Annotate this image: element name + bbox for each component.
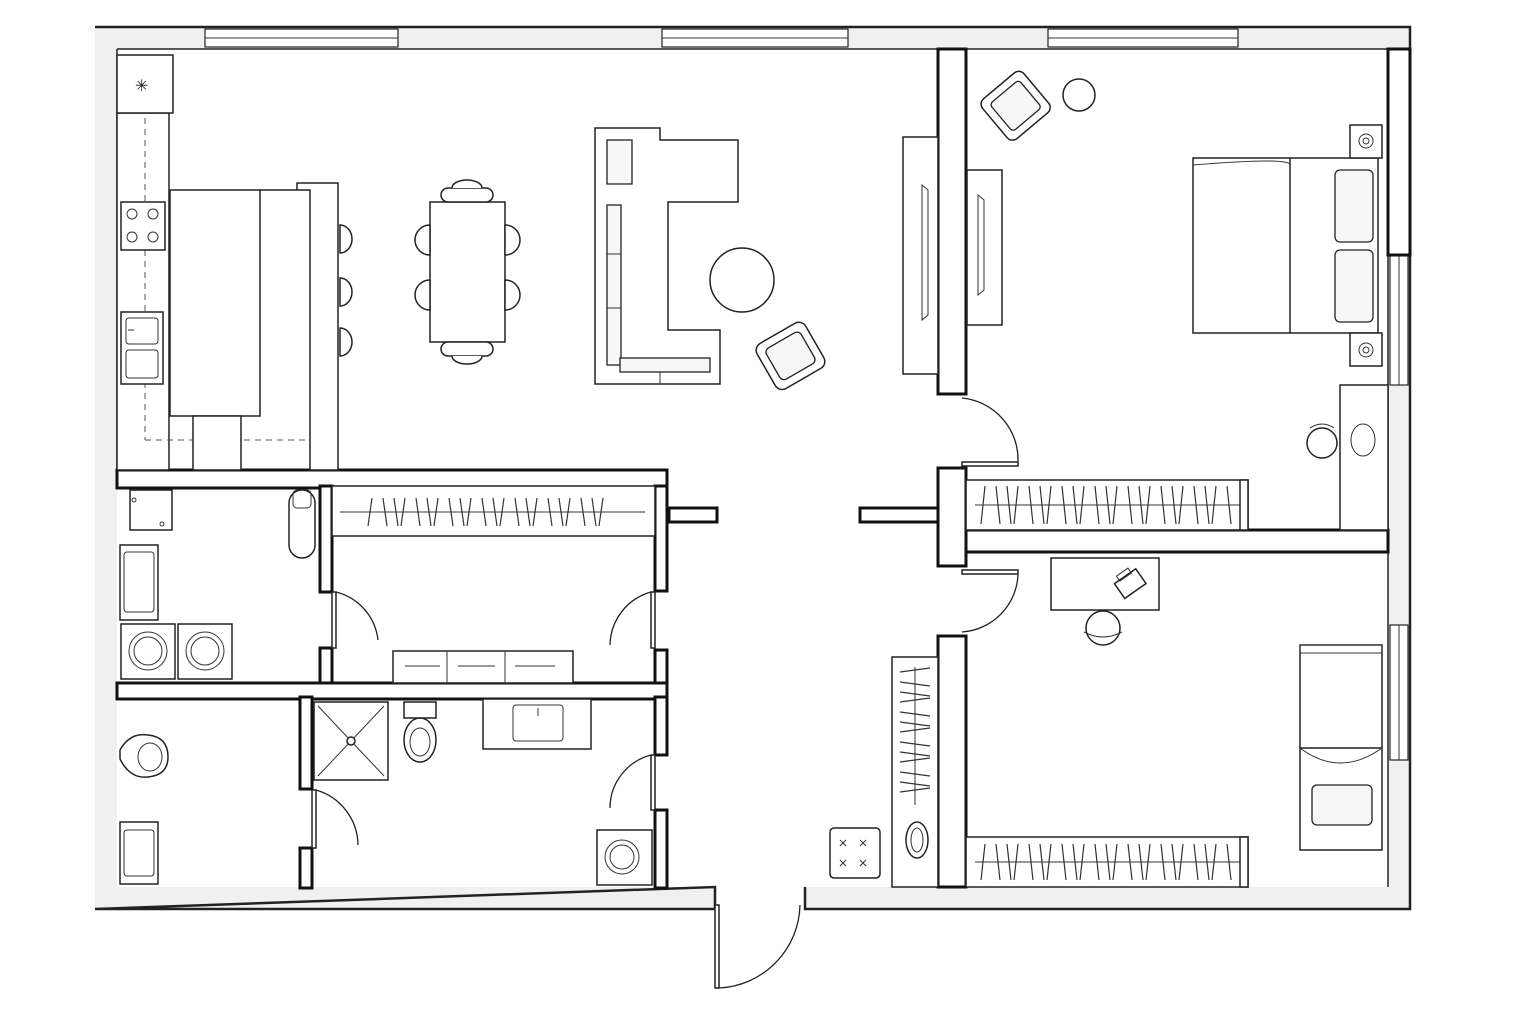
doors	[311, 397, 1019, 989]
bed-icon	[1299, 644, 1383, 851]
walk-in-closet	[331, 485, 656, 684]
wc-room	[119, 733, 169, 885]
top-window-right	[1047, 28, 1239, 48]
kitchen-island	[260, 182, 339, 471]
desk-chair	[1083, 610, 1123, 646]
stool	[1306, 423, 1338, 459]
sink-icon	[119, 821, 159, 885]
kitchen: ✳	[116, 54, 353, 471]
wardrobe-hangers-icon	[965, 479, 1249, 531]
armchair	[980, 70, 1051, 141]
hall-wardrobe	[891, 656, 939, 888]
water-heater	[288, 489, 316, 559]
kitchen-counter	[116, 112, 170, 471]
four-burner-icon	[120, 201, 166, 251]
nightstand	[1349, 124, 1383, 367]
armchair	[755, 321, 826, 391]
sink-icon	[120, 311, 164, 385]
dining-table	[414, 179, 521, 365]
bathroom	[313, 698, 653, 886]
fridge	[116, 54, 174, 114]
coffee-table	[709, 247, 775, 313]
fridge-snowflake-icon: ✳	[135, 76, 148, 95]
tv-console	[902, 136, 939, 375]
drawer-unit	[392, 650, 574, 684]
toilet-icon	[119, 733, 169, 778]
interior-walls	[115, 47, 1412, 890]
right-window-upper	[1389, 254, 1409, 386]
vanity-desk	[1339, 384, 1389, 531]
shoe-cabinet	[829, 827, 881, 879]
laundry-room	[119, 489, 316, 680]
bedroom-2	[965, 557, 1383, 888]
sink-icon	[482, 698, 592, 750]
wardrobe-hanger-lines	[367, 485, 1232, 881]
wardrobe-hangers-icon	[965, 836, 1249, 888]
wardrobe-hangers-icon	[331, 485, 656, 537]
utility-cabinet	[129, 489, 173, 531]
sink-icon	[119, 544, 159, 621]
washing-machine-icon	[120, 623, 233, 680]
sofa-icon	[594, 127, 739, 385]
desk-icon	[1050, 557, 1160, 611]
shower-tray-icon	[313, 701, 389, 781]
bed-icon	[1192, 157, 1379, 334]
toilet-icon	[403, 701, 437, 763]
washing-machine-icon	[596, 829, 653, 886]
dining-chair	[414, 179, 521, 365]
right-window-lower	[1389, 624, 1409, 761]
bar-stool	[339, 224, 353, 357]
top-window-middle	[661, 28, 849, 48]
bedroom-1	[965, 70, 1389, 531]
side-table	[1062, 78, 1096, 112]
top-window-left	[204, 28, 399, 48]
